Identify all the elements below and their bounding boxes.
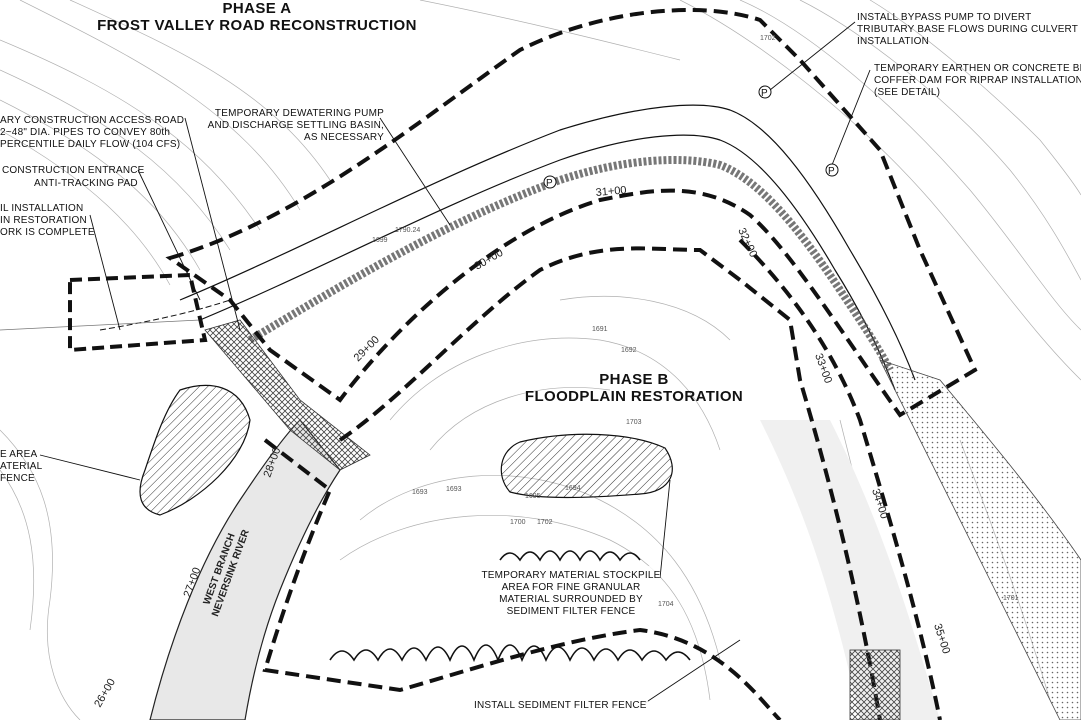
- drawing-label: 2~48" DIA. PIPES TO CONVEY 80th: [0, 127, 170, 138]
- note-stockpile-center: TEMPORARY MATERIAL STOCKPILE AREA FOR FI…: [482, 566, 661, 618]
- drawing-label: ANTI-TRACKING PAD: [34, 178, 138, 189]
- drawing-label: ATERIAL: [0, 461, 43, 472]
- drawing-label: IL INSTALLATION: [0, 203, 83, 214]
- drawing-label: TEMPORARY DEWATERING PUMP: [215, 108, 384, 119]
- contour-label: 1693: [446, 486, 462, 493]
- contour-label: 1694: [565, 485, 581, 492]
- drawing-label: INSTALL BYPASS PUMP TO DIVERT: [857, 12, 1031, 23]
- note-stockpile-left: E AREA ATERIAL FENCE: [0, 449, 43, 484]
- contour-label: 1691: [592, 326, 608, 333]
- sediment-filter-fence: [329, 550, 691, 663]
- drawing-label: PERCENTILE DAILY FLOW (104 CFS): [0, 139, 180, 150]
- contour-label: 1692: [621, 347, 637, 354]
- contour-label: 1693: [412, 489, 428, 496]
- drawing-label: INSTALL SEDIMENT FILTER FENCE: [474, 700, 647, 711]
- phase-a-title: PHASE A: [223, 0, 292, 17]
- note-access-road: ARY CONSTRUCTION ACCESS ROAD 2~48" DIA. …: [0, 115, 184, 150]
- drawing-label: AREA FOR FINE GRANULAR: [502, 582, 641, 593]
- station-label: 35+00: [931, 622, 952, 655]
- stockpile-center: [500, 433, 673, 499]
- contour-label: 1700: [510, 519, 526, 526]
- drawing-label: FENCE: [0, 473, 35, 484]
- contour-label: 1701: [1003, 595, 1019, 602]
- pump-markers: P P P: [543, 85, 839, 189]
- station-label: 31+00: [595, 184, 627, 199]
- elevation-labels: 1790.24 1691 1692 1693 1693 1694 1695 16…: [372, 35, 1019, 608]
- riprap-patch: [849, 649, 901, 720]
- note-restoration: IL INSTALLATION IN RESTORATION ORK IS CO…: [0, 203, 95, 238]
- station-label: 30+00: [473, 247, 506, 273]
- spot-elevation: 1790.24: [395, 227, 420, 234]
- contour-label: 1695: [525, 493, 541, 500]
- drawing-label: CONSTRUCTION ENTRANCE: [2, 165, 145, 176]
- contour-label: 1704: [658, 601, 674, 608]
- phase-b-boundary: [262, 238, 942, 720]
- note-bypass-pump: INSTALL BYPASS PUMP TO DIVERT TRIBUTARY …: [857, 12, 1078, 47]
- phase-b-subtitle: FLOODPLAIN RESTORATION: [525, 388, 743, 405]
- drawing-label: TEMPORARY EARTHEN OR CONCRETE BLO: [874, 63, 1081, 74]
- pump-marker-label: P: [761, 88, 768, 99]
- drawing-label: COFFER DAM FOR RIPRAP INSTALLATION: [874, 75, 1081, 86]
- drawing-label: AND DISCHARGE SETTLING BASIN,: [208, 120, 384, 131]
- station-label: 29+00: [352, 334, 382, 364]
- contour-label: 1699: [372, 237, 388, 244]
- contour-label: 1702: [537, 519, 553, 526]
- pump-marker-label: P: [828, 166, 835, 177]
- phase-a-subtitle: FROST VALLEY ROAD RECONSTRUCTION: [97, 17, 417, 34]
- drawing-label: SEDIMENT FILTER FENCE: [507, 606, 636, 617]
- contour-label: 1703: [626, 419, 642, 426]
- note-dewatering: TEMPORARY DEWATERING PUMP AND DISCHARGE …: [208, 108, 384, 143]
- drawing-label: (SEE DETAIL): [874, 87, 940, 98]
- drawing-label: TRIBUTARY BASE FLOWS DURING CULVERT: [857, 24, 1078, 35]
- contour-label: 1702: [760, 35, 776, 42]
- drawing-label: IN RESTORATION: [0, 215, 87, 226]
- drawing-label: ARY CONSTRUCTION ACCESS ROAD: [0, 115, 184, 126]
- pump-marker-label: P: [546, 178, 553, 189]
- note-coffer-dam: TEMPORARY EARTHEN OR CONCRETE BLO COFFER…: [874, 63, 1081, 98]
- riprap-band: [204, 156, 1081, 720]
- drawing-label: ORK IS COMPLETE: [0, 227, 95, 238]
- drawing-label: AS NECESSARY: [304, 132, 384, 143]
- phase-a-boundary: [68, 8, 978, 418]
- drawing-label: TEMPORARY MATERIAL STOCKPILE: [482, 570, 661, 581]
- leader-lines: [39, 21, 871, 704]
- note-entrance: CONSTRUCTION ENTRANCE ANTI-TRACKING PAD: [2, 165, 145, 189]
- road-corridor: [0, 104, 916, 391]
- note-filter-fence: INSTALL SEDIMENT FILTER FENCE: [470, 697, 648, 711]
- drawing-label: E AREA: [0, 449, 37, 460]
- drawing-label: MATERIAL SURROUNDED BY: [499, 594, 643, 605]
- station-label: 32+00: [735, 226, 759, 259]
- stockpile-left: [139, 384, 251, 516]
- drawing-label: INSTALLATION: [857, 36, 929, 47]
- phase-b-title: PHASE B: [599, 371, 668, 388]
- station-label: 26+00: [92, 677, 118, 710]
